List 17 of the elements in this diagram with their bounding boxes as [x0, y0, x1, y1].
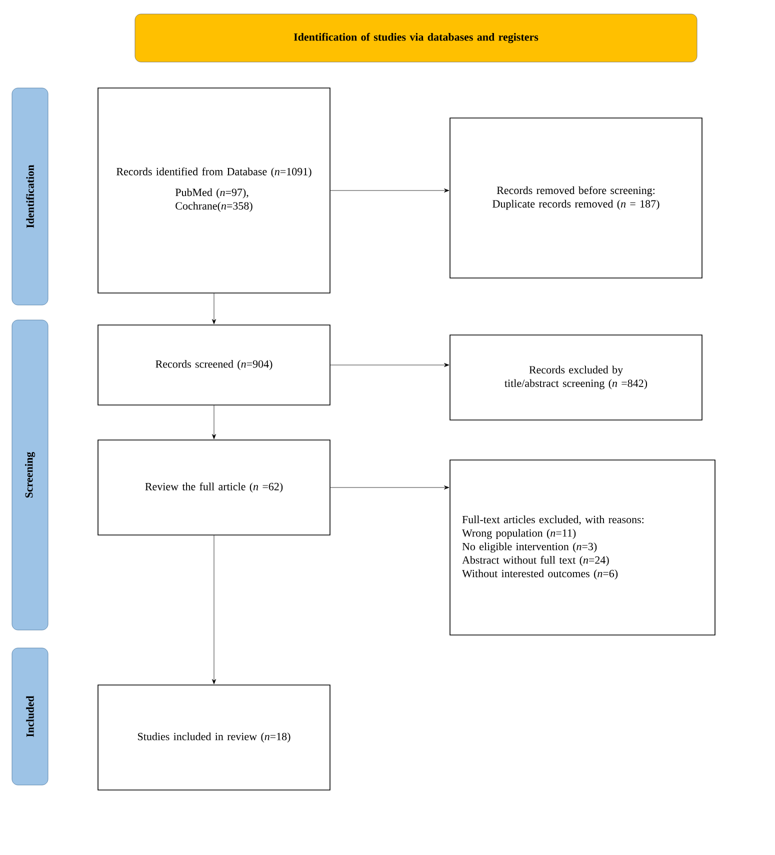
process-box: Records identified from Database (n=1091) PubMed (n=97), Cochrane(n=358)	[98, 88, 330, 294]
arrow	[212, 293, 216, 324]
stage-band: Included	[12, 648, 48, 786]
arrow	[330, 363, 450, 367]
process-box: Records screened (n=904)	[98, 324, 330, 406]
stage-band: Identification	[12, 88, 48, 306]
title-banner: Identification of studies via databases and registers	[134, 14, 698, 62]
process-box: Review the full article (n =62)	[98, 440, 330, 536]
arrow	[330, 188, 450, 192]
arrow	[212, 535, 216, 684]
stage-band: Screening	[12, 320, 48, 630]
process-box: Studies included in review (n=18)	[98, 684, 330, 790]
process-box: Full-text articles excluded, with reasons: Wrong population (n=11) No eligible intervention (n=3) Abstract without full text (n=24) Without interested outcomes (n=6)	[450, 460, 716, 636]
process-box: Records excluded by title/abstract screening (n =842)	[450, 334, 702, 420]
process-box: Records removed before screening: Duplicate records removed (n = 187)	[450, 118, 702, 278]
arrow	[330, 486, 450, 490]
arrow	[212, 405, 216, 440]
